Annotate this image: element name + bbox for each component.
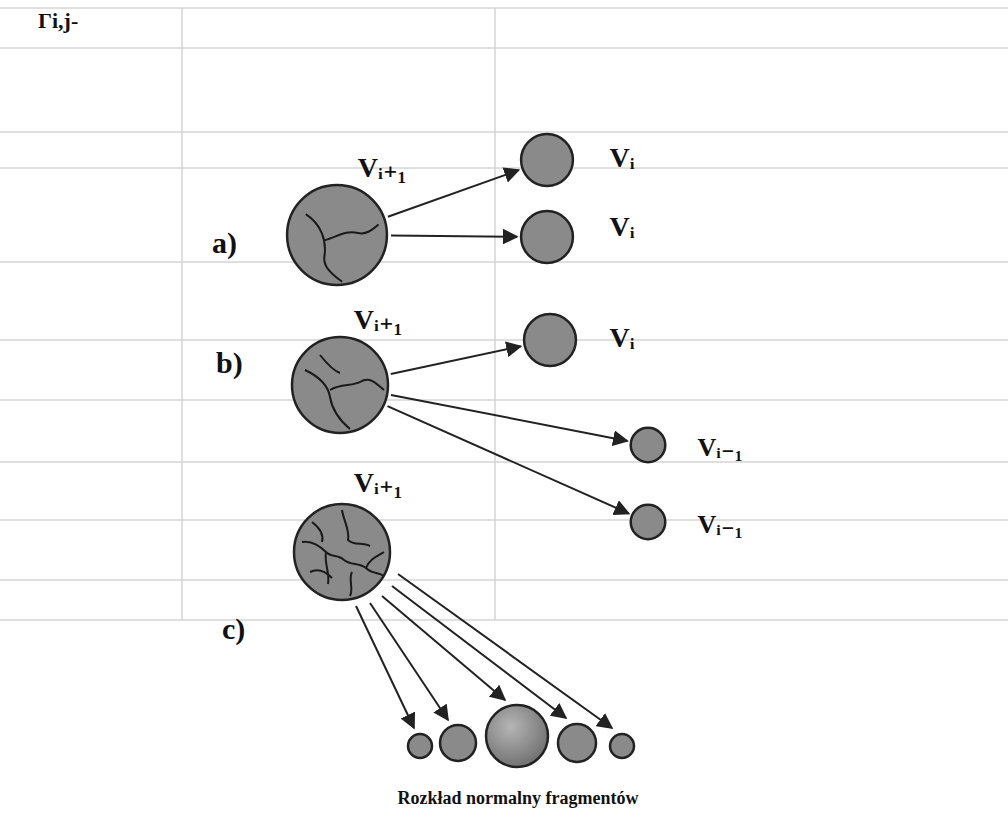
breakage-arrow bbox=[388, 406, 629, 513]
crack-lines bbox=[306, 214, 379, 282]
fragment-arrows bbox=[356, 574, 612, 728]
caption: Rozkład normalny fragmentów bbox=[398, 788, 639, 809]
volume-label: Vᵢ₊₁ bbox=[358, 151, 406, 184]
particle-circle: Vᵢ bbox=[523, 313, 577, 367]
particle-circle: Vᵢ₋₁ bbox=[630, 427, 666, 463]
particle-outline bbox=[523, 313, 577, 367]
volume-label: Vᵢ₊₁ bbox=[354, 303, 402, 336]
breakage-arrow bbox=[388, 170, 519, 217]
crack-lines bbox=[302, 510, 384, 596]
particle-outline bbox=[292, 502, 392, 602]
case-letter: a) bbox=[212, 226, 237, 260]
particle-circle: Vᵢ₊₁ bbox=[285, 183, 389, 287]
particle-circle: Vᵢ₊₁ bbox=[292, 502, 392, 602]
crack-lines bbox=[305, 355, 384, 429]
particle-circle: Vᵢ₋₁ bbox=[630, 504, 666, 540]
particle-outline bbox=[285, 183, 389, 287]
breakage-arrow bbox=[391, 236, 517, 237]
volume-label: Vᵢ bbox=[609, 142, 634, 174]
volume-label: Vᵢ bbox=[609, 211, 634, 243]
particle-outline bbox=[290, 335, 390, 435]
case-letter: b) bbox=[216, 346, 243, 380]
particle-outline bbox=[520, 210, 574, 264]
breakage-arrow bbox=[391, 346, 521, 374]
particle-outline bbox=[520, 133, 574, 187]
particle-circle: Vᵢ bbox=[520, 210, 574, 264]
normal-distribution-fragments bbox=[408, 705, 634, 767]
case-letter: c) bbox=[222, 612, 245, 646]
volume-label: Vᵢ₊₁ bbox=[354, 466, 402, 499]
volume-label: Vᵢ₋₁ bbox=[698, 509, 743, 540]
breakage-arrow bbox=[391, 395, 627, 441]
volume-label: Vᵢ₋₁ bbox=[698, 432, 743, 463]
faint-table-grid bbox=[0, 8, 1008, 620]
volume-label: Vᵢ bbox=[609, 322, 634, 354]
particle-circle: Vᵢ₊₁ bbox=[290, 335, 390, 435]
particle-circle: Vᵢ bbox=[520, 133, 574, 187]
particle-outline bbox=[630, 427, 666, 463]
particle-outline bbox=[630, 504, 666, 540]
function-symbol: Γi,j- bbox=[38, 8, 78, 34]
